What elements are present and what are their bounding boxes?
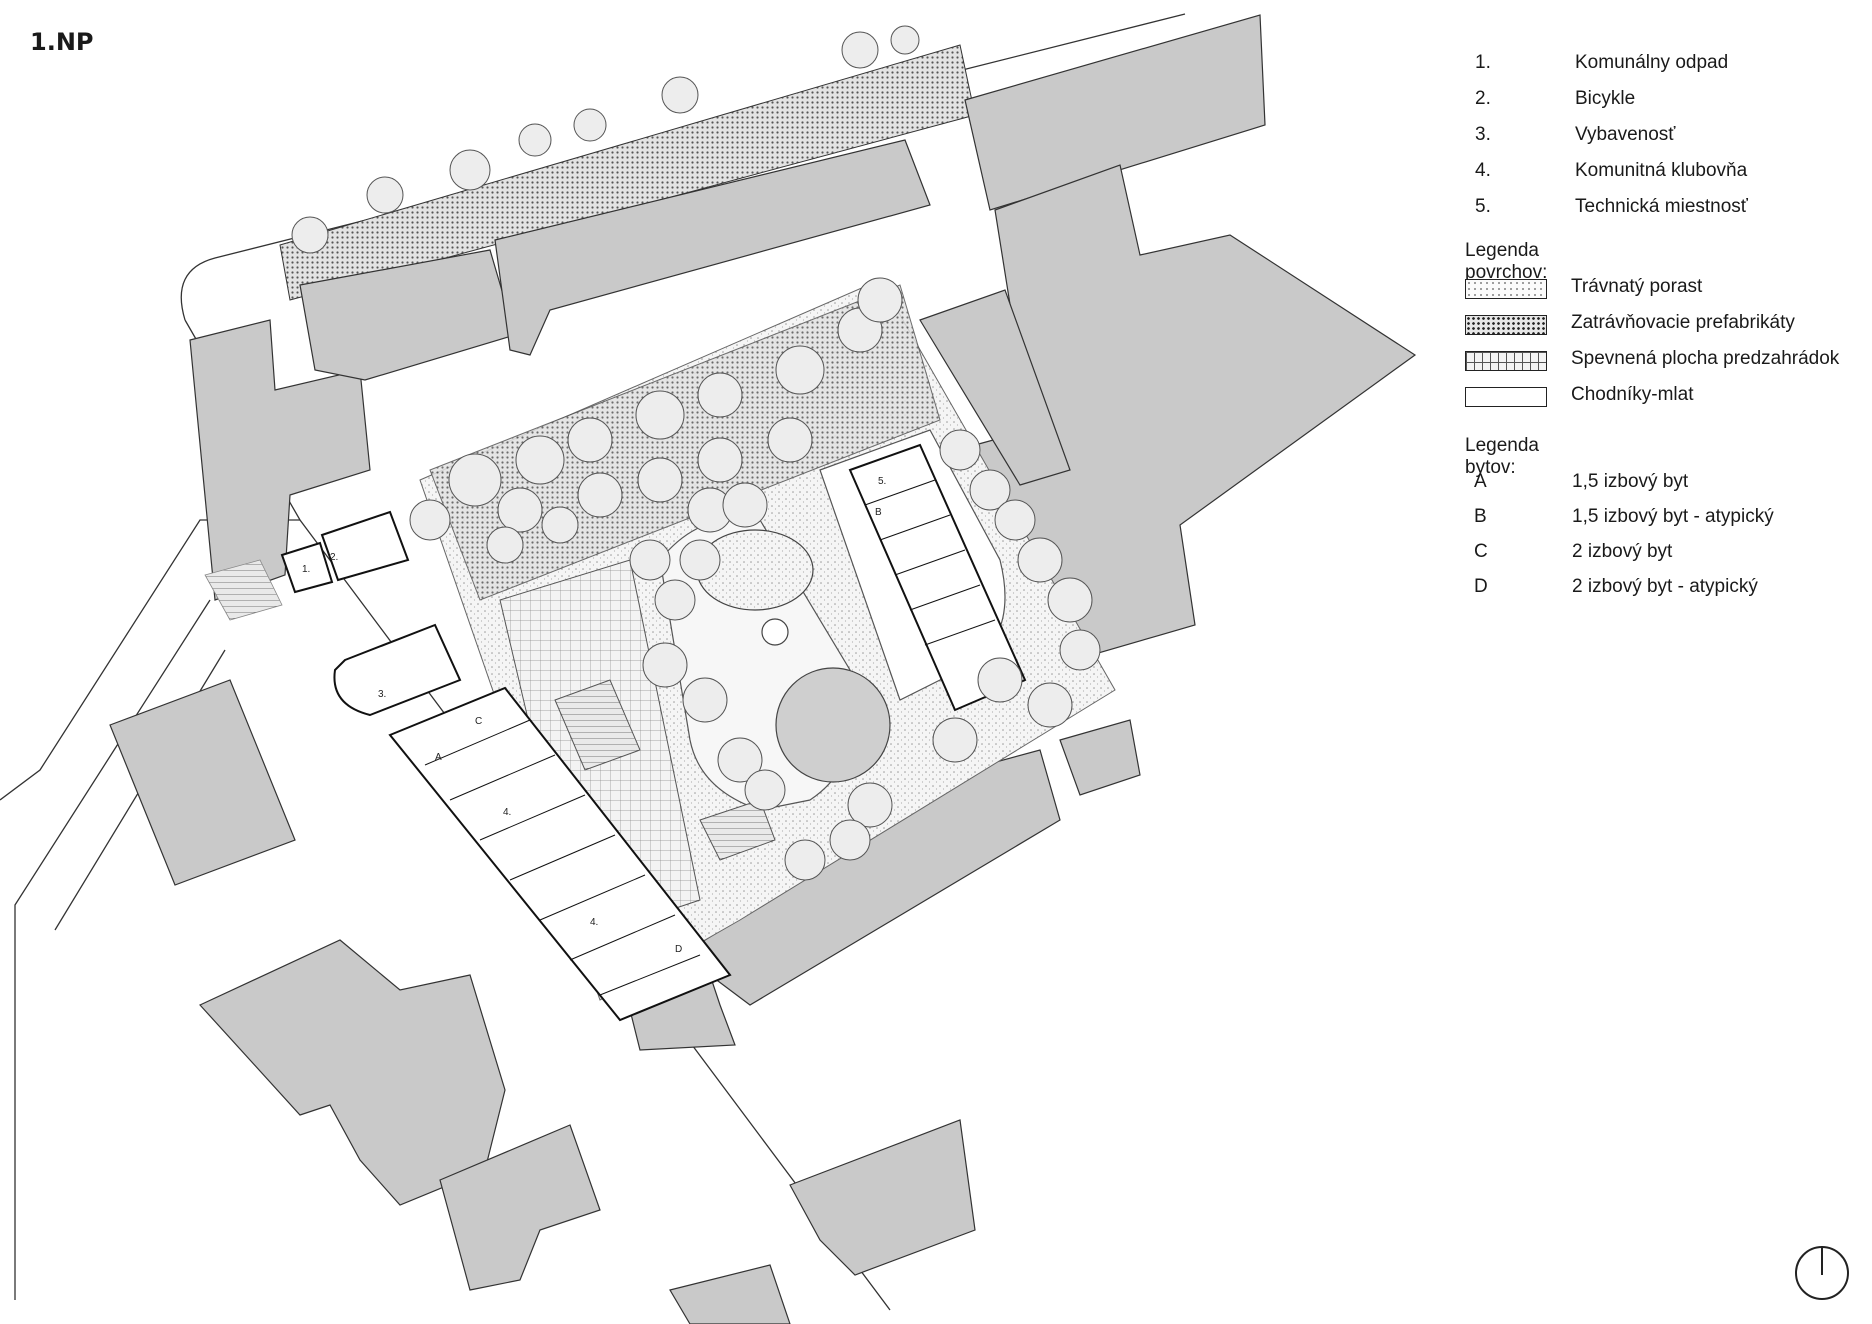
tree-canopy xyxy=(890,25,920,55)
round-plaza xyxy=(775,667,891,783)
label-club-2: 4. xyxy=(590,917,598,928)
tree-canopy xyxy=(449,149,491,191)
tree-canopy xyxy=(682,677,728,723)
surface-legend-label: Trávnatý porast xyxy=(1571,276,1703,297)
tree-canopy xyxy=(697,437,743,483)
path-swatch xyxy=(1465,387,1547,407)
room-legend-num: 3. xyxy=(1475,124,1491,145)
label-flat-a: A xyxy=(435,752,442,763)
tree-canopy xyxy=(994,499,1036,541)
room-legend-num: 1. xyxy=(1475,52,1491,73)
tree-canopy xyxy=(448,453,502,507)
tree-canopy xyxy=(697,372,743,418)
tree-canopy xyxy=(722,482,768,528)
surface-legend-label: Spevnená plocha predzahrádok xyxy=(1571,348,1840,369)
tree-canopy xyxy=(567,417,613,463)
housing-block-west xyxy=(388,686,732,1022)
room-legend-num: 5. xyxy=(1475,196,1491,217)
label-technical: 5. xyxy=(878,476,886,487)
tree-canopy xyxy=(775,345,825,395)
tree-canopy xyxy=(829,819,871,861)
tree-canopy xyxy=(1017,537,1063,583)
tree-canopy xyxy=(744,769,786,811)
tree-canopy xyxy=(1027,682,1073,728)
room-legend-label: Komunitná klubovňa xyxy=(1575,160,1748,181)
label-waste: 1. xyxy=(302,564,310,575)
tree-canopy xyxy=(635,390,685,440)
flat-legend-label: 1,5 izbový byt xyxy=(1572,471,1689,492)
tree-canopy xyxy=(932,717,978,763)
tree-canopy xyxy=(847,782,893,828)
paved-swatch xyxy=(1465,351,1547,371)
flat-legend-heading: Legenda bytov: xyxy=(1465,435,1539,478)
tree-canopy xyxy=(654,579,696,621)
flat-legend-code: D xyxy=(1474,576,1488,597)
tree-canopy xyxy=(577,472,623,518)
surface-legend-heading: Legenda povrchov: xyxy=(1465,240,1548,283)
tree-canopy xyxy=(767,417,813,463)
tree-canopy xyxy=(541,506,579,544)
crosswalk xyxy=(204,559,283,621)
label-flat-b: B xyxy=(875,507,882,518)
north-arrow-icon xyxy=(1795,1246,1849,1300)
room-legend-label: Technická miestnosť xyxy=(1575,196,1748,217)
room-legend-num: 2. xyxy=(1475,88,1491,109)
surface-legend-label: Zatrávňovacie prefabrikáty xyxy=(1571,312,1795,333)
label-amenity: 3. xyxy=(378,689,386,700)
room-legend-label: Bicykle xyxy=(1575,88,1636,109)
label-club-1: 4. xyxy=(503,807,511,818)
label-flat-d: D xyxy=(675,944,682,955)
tree-canopy xyxy=(661,76,699,114)
tree-canopy xyxy=(629,539,671,581)
service-buildings xyxy=(280,510,462,717)
grass-swatch xyxy=(1465,279,1547,299)
flat-legend-code: A xyxy=(1474,471,1487,492)
prefab-swatch xyxy=(1465,315,1547,335)
tree-canopy xyxy=(969,469,1011,511)
tree-canopy xyxy=(977,657,1023,703)
surrounding-buildings xyxy=(109,14,1417,1324)
tree-canopy xyxy=(515,435,565,485)
building-ne xyxy=(919,289,1071,486)
tree-canopy xyxy=(573,108,607,142)
room-legend-label: Vybavenosť xyxy=(1575,124,1676,145)
housing-block-east xyxy=(848,443,1027,712)
tree-canopy xyxy=(939,429,981,471)
flat-legend-code: B xyxy=(1474,506,1487,527)
flat-legend-label: 2 izbový byt - atypický xyxy=(1572,576,1758,597)
tree-canopy xyxy=(784,839,826,881)
room-legend-num: 4. xyxy=(1475,160,1491,181)
tree-canopy xyxy=(366,176,404,214)
tree-canopy xyxy=(642,642,688,688)
tree-canopy xyxy=(857,277,903,323)
flat-legend-code: C xyxy=(1474,541,1488,562)
tree-canopy xyxy=(291,216,329,254)
tree-canopy xyxy=(679,539,721,581)
label-bikes: 2. xyxy=(330,552,338,563)
flat-legend-label: 1,5 izbový byt - atypický xyxy=(1572,506,1774,527)
building-se xyxy=(624,749,1061,1051)
label-flat-c: C xyxy=(475,716,482,727)
tree-canopy xyxy=(486,526,524,564)
tree-canopy xyxy=(518,123,552,157)
room-legend-label: Komunálny odpad xyxy=(1575,52,1729,73)
trees xyxy=(291,25,1101,881)
surface-legend-label: Chodníky-mlat xyxy=(1571,384,1694,405)
tree-canopy xyxy=(841,31,879,69)
tree-canopy xyxy=(717,737,763,783)
tree-canopy xyxy=(1059,629,1101,671)
tree-canopy xyxy=(497,487,543,533)
tree-canopy xyxy=(1047,577,1093,623)
flat-legend-label: 2 izbový byt xyxy=(1572,541,1673,562)
tree-canopy xyxy=(637,457,683,503)
tree-canopy xyxy=(409,499,451,541)
front-gardens xyxy=(499,559,776,941)
page-title: 1.NP xyxy=(30,28,94,56)
